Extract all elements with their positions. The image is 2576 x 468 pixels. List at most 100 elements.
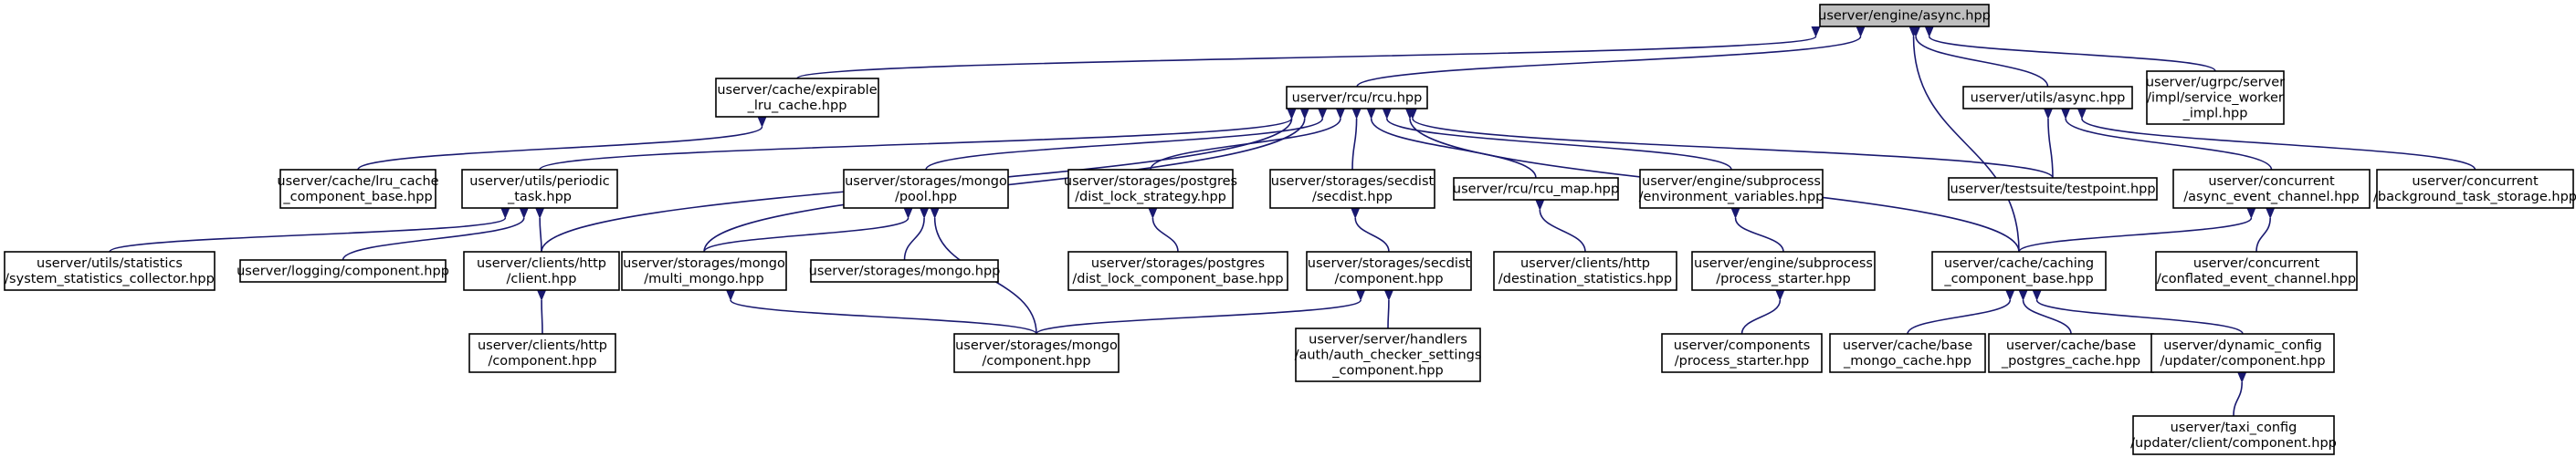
edge-async_chan-to-utils_async — [2061, 108, 2273, 171]
node-label: /background_task_storage.hpp — [2373, 190, 2576, 204]
edge-testpoint-to-utils_async — [2043, 108, 2054, 179]
node-box — [468, 333, 616, 373]
node-http-client[interactable]: userver/clients/http/client.hpp — [463, 251, 620, 291]
node-label: userver/server/handlers — [1309, 333, 1467, 348]
node-env-vars[interactable]: userver/engine/subprocess/environment_va… — [1639, 169, 1824, 209]
node-auth-checker[interactable]: userver/server/handlers/auth/auth_checke… — [1295, 328, 1482, 382]
node-label: /impl/service_worker — [2147, 91, 2284, 106]
node-async[interactable]: userver/engine/async.hpp — [1818, 4, 1991, 27]
node-utils-async[interactable]: userver/utils/async.hpp — [1962, 86, 2133, 109]
edge-caching_comp-to-async_chan — [2018, 207, 2256, 253]
node-logging-comp[interactable]: userver/logging/component.hpp — [237, 259, 449, 283]
node-testpoint[interactable]: userver/testsuite/testpoint.hpp — [1948, 177, 2158, 201]
node-label: userver/utils/statistics — [37, 256, 183, 271]
node-base-pg[interactable]: userver/cache/base_postgres_cache.hpp — [1988, 333, 2154, 373]
node-dyn-config[interactable]: userver/dynamic_config/updater/component… — [2150, 333, 2335, 373]
node-label: /component.hpp — [1334, 272, 1443, 286]
node-label: _component_base.hpp — [282, 190, 432, 204]
edge-base_pg-to-caching_comp — [2018, 289, 2072, 335]
edge-bg_task-to-utils_async — [2077, 108, 2476, 171]
node-box — [715, 78, 879, 118]
node-box — [279, 169, 436, 209]
node-label: /destination_statistics.hpp — [1498, 272, 1672, 286]
node-secdist[interactable]: userver/storages/secdist/secdist.hpp — [1269, 169, 1435, 209]
node-box — [2155, 251, 2358, 291]
node-box — [1306, 251, 1472, 291]
node-label: /dist_lock_strategy.hpp — [1075, 190, 1226, 204]
node-label: _mongo_cache.hpp — [1843, 354, 1971, 369]
node-label: userver/taxi_config — [2171, 421, 2297, 435]
node-label: /updater/client/component.hpp — [2130, 436, 2337, 451]
node-box — [2172, 169, 2371, 209]
node-label: userver/storages/mongo — [845, 174, 1007, 189]
node-label: userver/utils/periodic — [469, 174, 610, 189]
edge-comp_proc-to-proc_starter — [1740, 289, 1785, 335]
node-conflated[interactable]: userver/concurrent/conflated_event_chann… — [2155, 251, 2358, 291]
node-label: userver/storages/postgres — [1091, 256, 1265, 271]
node-storages-mongo[interactable]: userver/storages/mongo.hpp — [809, 259, 1001, 283]
node-comp-proc[interactable]: userver/components/process_starter.hpp — [1661, 333, 1823, 373]
node-bg-task[interactable]: userver/concurrent/background_task_stora… — [2373, 169, 2576, 209]
node-pg-lock-comp[interactable]: userver/storages/postgres/dist_lock_comp… — [1067, 251, 1288, 291]
node-pg-lock[interactable]: userver/storages/postgres/dist_lock_stra… — [1064, 169, 1237, 209]
node-box — [2146, 70, 2285, 125]
node-async-chan[interactable]: userver/concurrent/async_event_channel.h… — [2172, 169, 2371, 209]
node-box — [1286, 86, 1428, 109]
node-box — [463, 251, 620, 291]
node-label: userver/components — [1674, 338, 1811, 353]
node-multi-mongo[interactable]: userver/storages/mongo/multi_mongo.hpp — [621, 251, 787, 291]
node-box — [1269, 169, 1435, 209]
node-label: /process_starter.hpp — [1716, 272, 1850, 286]
node-taxi-config[interactable]: userver/taxi_config/updater/client/compo… — [2130, 415, 2337, 455]
node-label: _component_base.hpp — [1943, 272, 2093, 286]
node-mongo-comp[interactable]: userver/storages/mongo/component.hpp — [953, 333, 1120, 373]
node-label: userver/storages/secdist — [1271, 174, 1435, 189]
node-box — [1493, 251, 1677, 291]
node-lru-comp[interactable]: userver/cache/lru_cache_component_base.h… — [277, 169, 439, 209]
node-label: _task.hpp — [507, 190, 572, 204]
node-label: userver/clients/http — [1520, 256, 1650, 271]
node-label: /secdist.hpp — [1312, 190, 1393, 204]
edge-env_vars-to-rcu — [1382, 108, 1732, 171]
node-label: /async_event_channel.hpp — [2183, 190, 2359, 204]
node-label: userver/utils/async.hpp — [1971, 91, 2126, 106]
node-label: userver/concurrent — [2208, 174, 2335, 189]
edge-taxi_config-to-dyn_config — [2233, 371, 2247, 417]
node-label: userver/storages/mongo — [955, 338, 1118, 353]
node-label: /environment_variables.hpp — [1639, 190, 1824, 204]
node-ugrpc[interactable]: userver/ugrpc/server/impl/service_worker… — [2146, 70, 2285, 125]
node-label: userver/clients/http — [478, 338, 607, 353]
node-http-comp[interactable]: userver/clients/http/component.hpp — [468, 333, 616, 373]
node-proc-starter[interactable]: userver/engine/subprocess/process_starte… — [1691, 251, 1876, 291]
node-box — [2150, 333, 2335, 373]
edge-secdist_comp-to-secdist — [1351, 207, 1390, 253]
node-box — [1948, 177, 2158, 201]
node-rcu-map[interactable]: userver/rcu/rcu_map.hpp — [1453, 177, 1619, 201]
node-box — [1819, 4, 1990, 27]
edge-expirable-to-async — [796, 26, 1822, 79]
node-base-mongo[interactable]: userver/cache/base_mongo_cache.hpp — [1829, 333, 1986, 373]
node-box — [1661, 333, 1823, 373]
node-label: /component.hpp — [488, 354, 596, 369]
node-expirable[interactable]: userver/cache/expirable_lru_cache.hpp — [715, 78, 879, 118]
edge-pg_lock_comp-to-pg_lock — [1148, 207, 1179, 253]
node-caching-comp[interactable]: userver/cache/caching_component_base.hpp — [1931, 251, 2107, 291]
node-label: userver/storages/postgres — [1064, 174, 1237, 189]
node-periodic[interactable]: userver/utils/periodic_task.hpp — [461, 169, 618, 209]
node-label: userver/storages/mongo.hpp — [809, 265, 1001, 279]
node-rcu[interactable]: userver/rcu/rcu.hpp — [1286, 86, 1428, 109]
edge-mongo_comp-to-multi_mongo — [725, 289, 1037, 335]
node-label: /conflated_event_channel.hpp — [2157, 272, 2356, 286]
node-label: userver/cache/lru_cache — [277, 174, 438, 189]
edge-http_client-to-periodic — [535, 207, 545, 253]
node-mongo-pool[interactable]: userver/storages/mongo/pool.hpp — [843, 169, 1009, 209]
node-secdist-comp[interactable]: userver/storages/secdist/component.hpp — [1306, 251, 1472, 291]
node-label: /dist_lock_component_base.hpp — [1072, 272, 1283, 286]
node-sys-stats[interactable]: userver/utils/statistics/system_statisti… — [4, 251, 216, 291]
node-label: userver/engine/async.hpp — [1818, 9, 1991, 24]
node-dest-stats[interactable]: userver/clients/http/destination_statist… — [1493, 251, 1677, 291]
node-box — [1829, 333, 1986, 373]
node-label: /updater/component.hpp — [2160, 354, 2325, 369]
edge-sys_stats-to-periodic — [109, 207, 510, 253]
